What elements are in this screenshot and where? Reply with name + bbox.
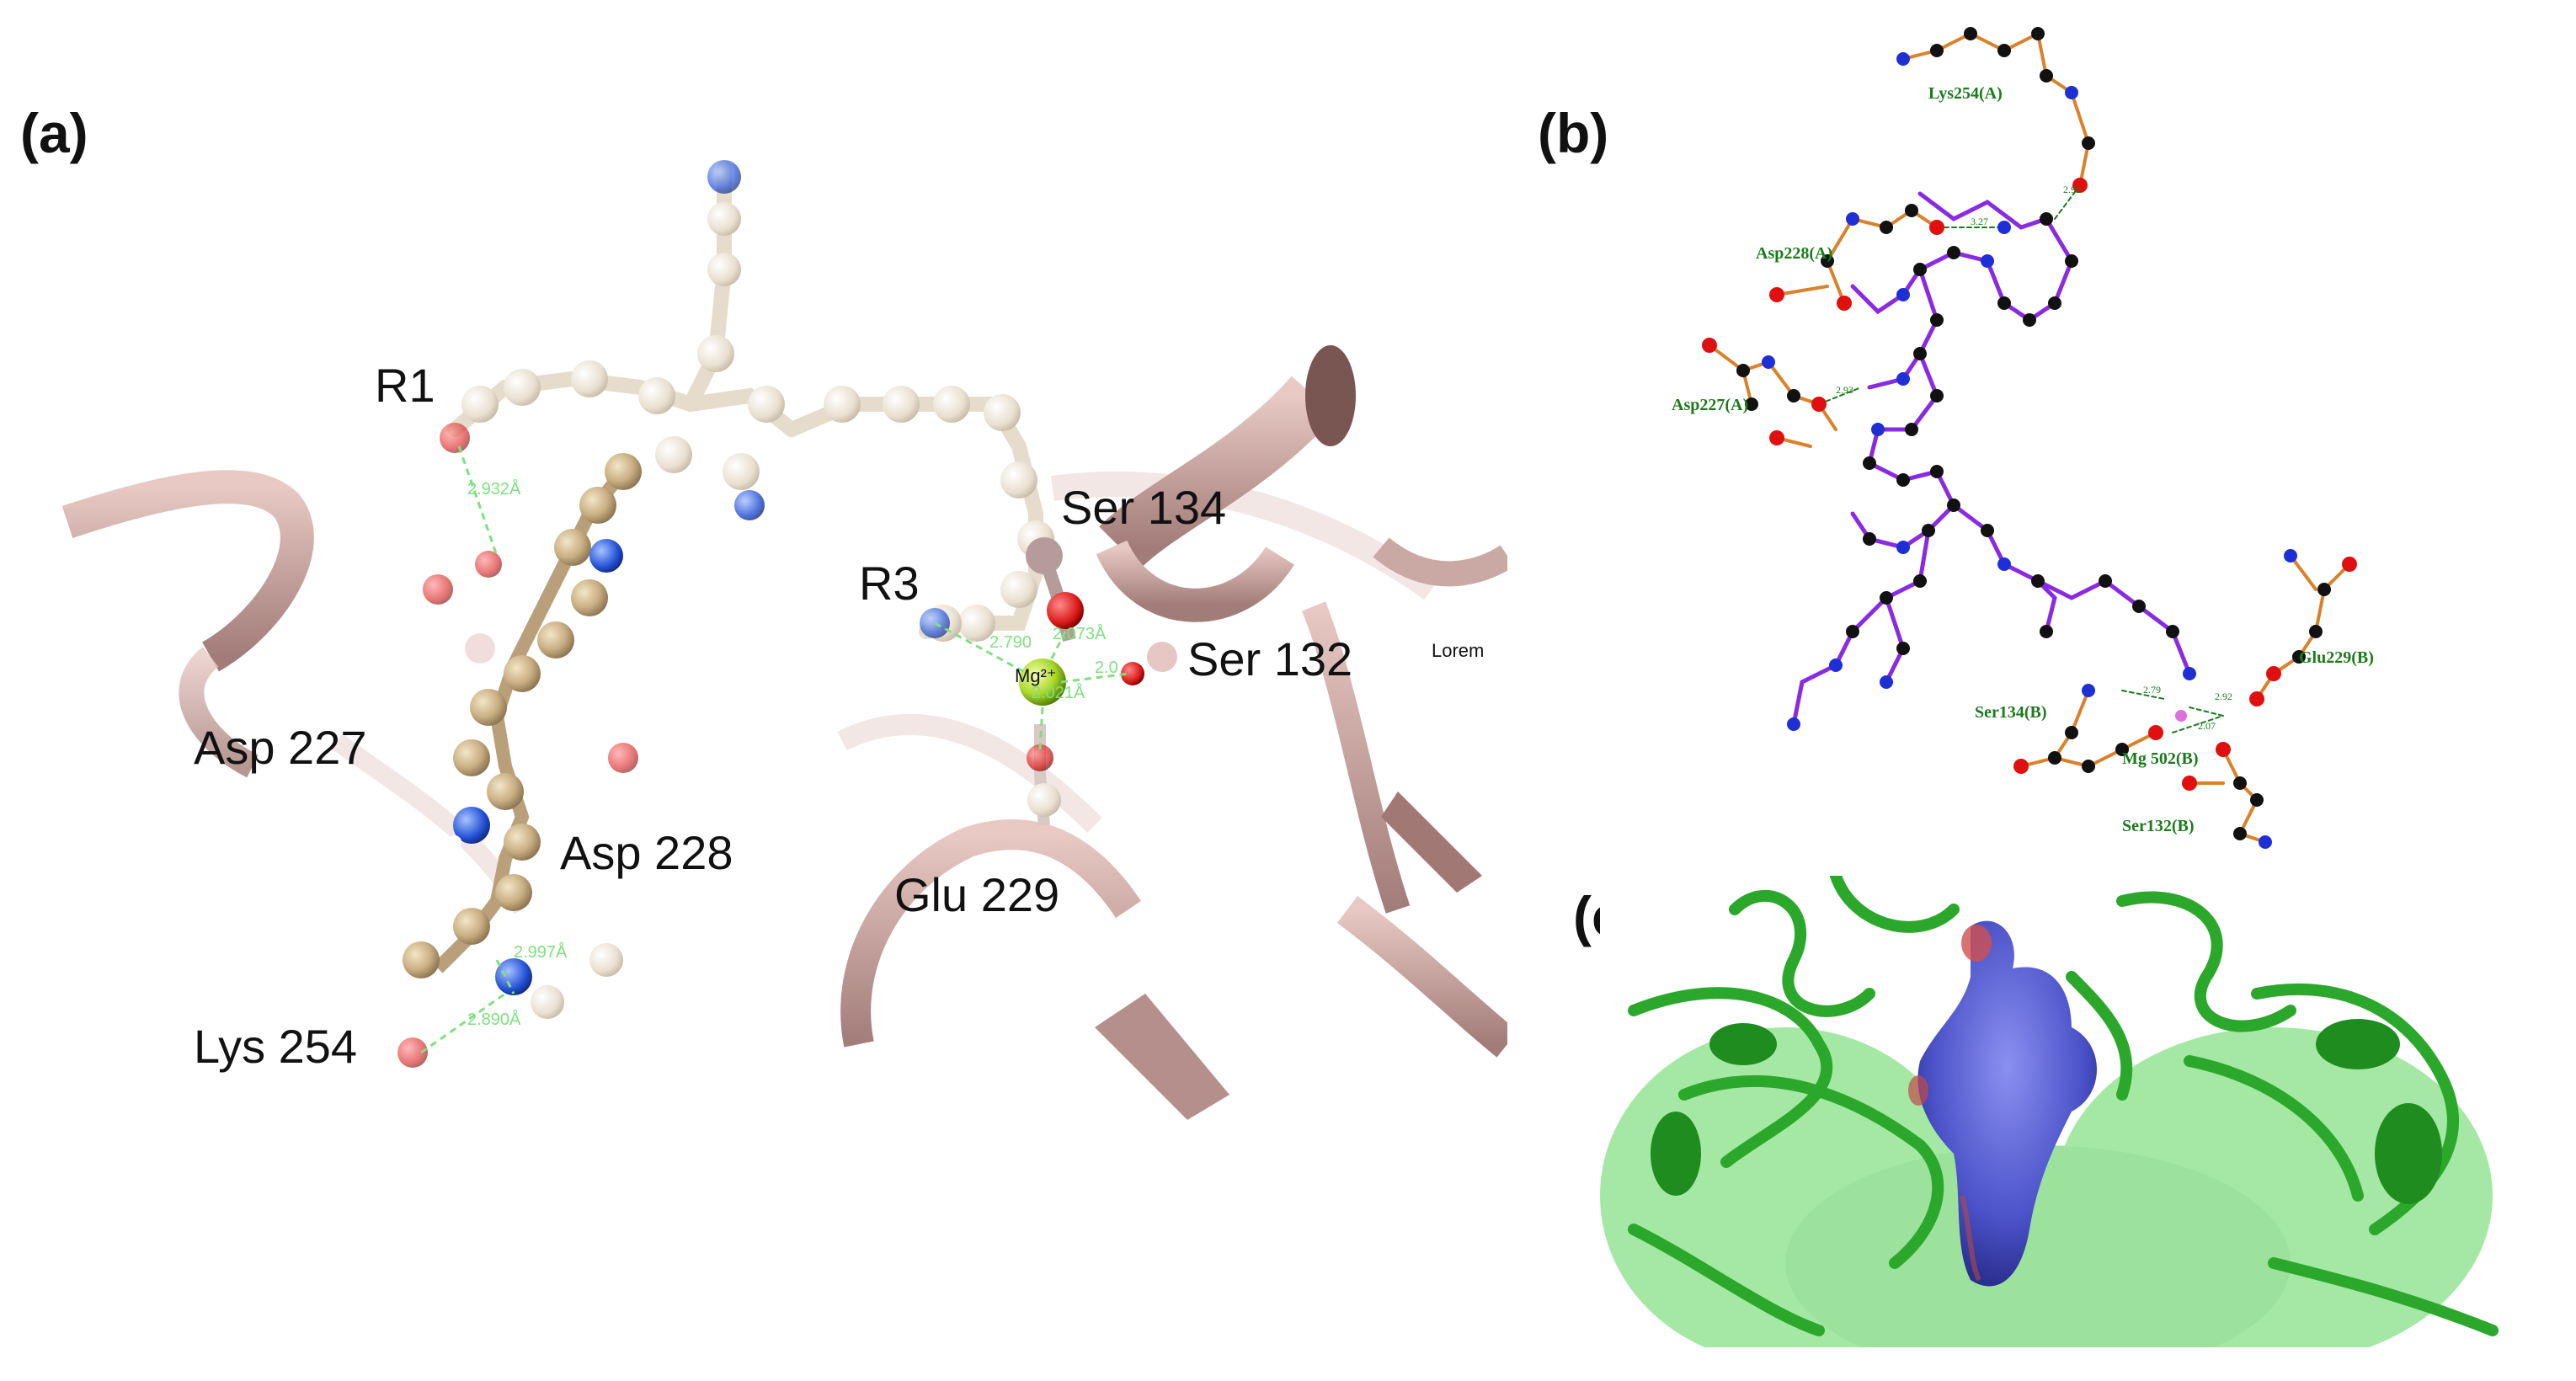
dist-label: 2.790: [989, 633, 1032, 652]
lys254-residue: [1901, 31, 2091, 187]
helix-ribbon-left: [61, 470, 314, 778]
lp-label-ser132: Ser132(B): [2122, 817, 2195, 835]
lp-dist-label: 2.79: [2143, 684, 2161, 696]
hbond-lines: [420, 445, 1129, 1054]
lp-label-asp228: Asp228(A): [1756, 244, 1833, 263]
protein-helices: [1651, 1019, 2442, 1204]
dist-label: 2.073Å: [1053, 625, 1107, 643]
ser-side-chains: [1026, 537, 1177, 685]
lp-dist-label: 2.92: [2215, 690, 2232, 702]
watermark-text: Lorem: [1432, 640, 1485, 661]
label-ser134: Ser 134: [1061, 481, 1227, 534]
panel-c-surface-view: [1600, 876, 2501, 1347]
lp-dist-label: 2.93: [1836, 384, 1853, 396]
label-r3: R3: [859, 557, 920, 610]
ligand-surface: [1908, 920, 2097, 1287]
panel-b-ligplot: [1702, 27, 2357, 849]
label-asp227: Asp 227: [194, 721, 367, 774]
dist-label: 2.0: [1095, 659, 1118, 677]
ligplot-atoms: [1702, 27, 2357, 849]
label-glu229: Glu 229: [894, 868, 1060, 921]
mg-ion-site: [1019, 659, 1066, 826]
dist-label: 2.021Å: [1032, 684, 1085, 702]
label-lys254: Lys 254: [194, 1020, 358, 1073]
beta-sheet-lower: [840, 601, 1507, 1120]
ligplot-hbonds: [1818, 184, 2224, 733]
dist-label: 2.932Å: [467, 480, 521, 499]
label-ser132: Ser 132: [1187, 632, 1353, 685]
lp-label-lys254: Lys254(A): [1928, 84, 2003, 103]
lys254-oxygen: [397, 1037, 428, 1068]
lp-label-glu229: Glu229(B): [2299, 648, 2374, 667]
mg-label: Mg²⁺: [1015, 665, 1057, 686]
ligand-skeleton: [1791, 191, 2192, 727]
lp-label-ser134: Ser134(B): [1975, 703, 2047, 722]
asp227-atoms: [423, 551, 638, 773]
lp-dist-label: 2.92: [2063, 184, 2081, 195]
dist-label: 2.997Å: [514, 943, 568, 962]
dist-label: 2.890Å: [467, 1010, 521, 1029]
lp-label-asp227: Asp227(A): [1672, 396, 1749, 414]
tan-ligand: [403, 453, 642, 1019]
label-r1: R1: [375, 359, 435, 412]
lp-label-mg502: Mg 502(B): [2122, 749, 2199, 768]
lp-dist-label: 2.07: [2198, 720, 2216, 732]
panel-b-label: (b): [1538, 102, 1609, 164]
panel-a-label: (a): [20, 102, 88, 164]
helix-ribbon-right: [1096, 345, 1507, 622]
label-asp228: Asp 228: [560, 826, 733, 879]
lp-dist-label: 3.27: [1971, 216, 1988, 227]
panel-a-structure: [61, 160, 1507, 1120]
ligand-atoms: [440, 160, 1054, 642]
